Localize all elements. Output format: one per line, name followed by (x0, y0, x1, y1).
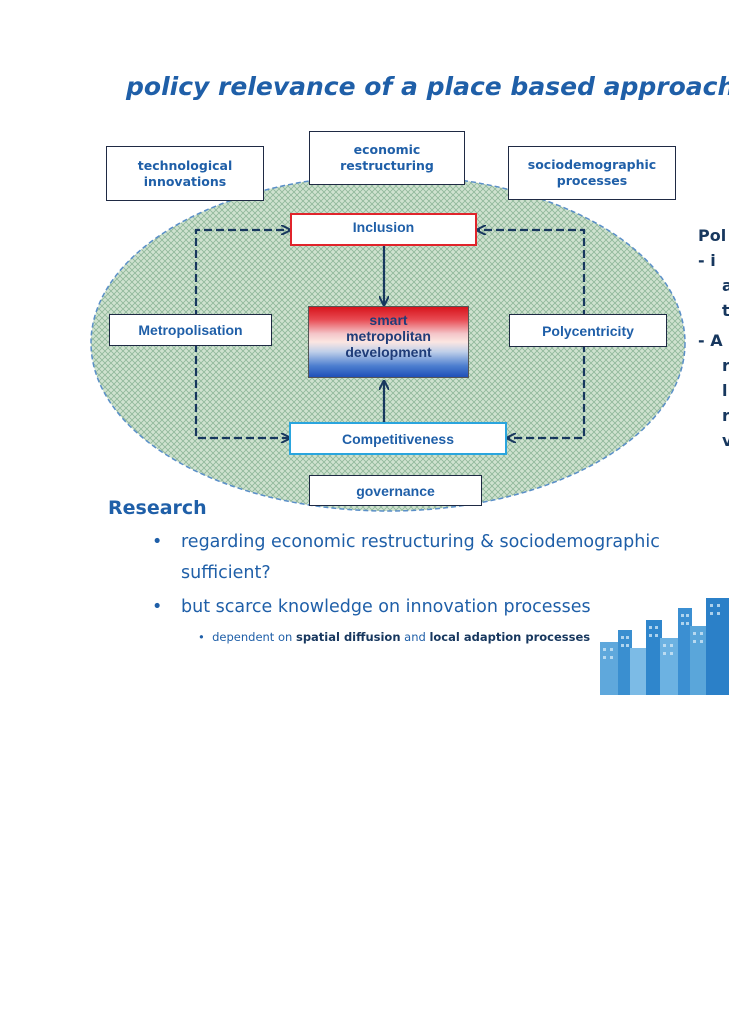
right-panel-line: v (722, 431, 729, 450)
box-governance-label: governance (356, 482, 435, 499)
research-bullet-continuation: sufficient? (181, 563, 271, 583)
box-inclusion-label: Inclusion (352, 219, 415, 235)
right-panel-heading: Pol (698, 226, 727, 245)
box-competitiveness-label: Competitiveness (341, 430, 455, 447)
arrow-poly-to-inclusion (478, 230, 586, 318)
right-panel-line: r (722, 356, 729, 375)
research-heading: Research (108, 497, 207, 519)
box-metropolisation-label: Metropolisation (138, 322, 243, 338)
right-panel-line: r (722, 406, 729, 425)
sub-bullet-term-local-adaption: local adaption processes (429, 630, 591, 644)
right-panel-line: l (722, 381, 728, 400)
research-sub-bullet: • dependent on spatial diffusion and loc… (198, 630, 590, 644)
arrow-poly-to-competitiveness (508, 344, 586, 438)
box-metropolisation: Metropolisation (109, 314, 272, 346)
right-panel-line: - A (698, 331, 723, 350)
box-sociodemographic-processes: sociodemographic processes (508, 146, 676, 200)
city-skyline-image (600, 598, 729, 695)
page-title: policy relevance of a place based approa… (126, 72, 729, 101)
box-inclusion: Inclusion (290, 213, 477, 246)
research-bullet-text: but scarce knowledge on innovation proce… (181, 597, 591, 617)
box-polycentricity: Polycentricity (509, 314, 667, 347)
arrow-metro-to-inclusion (194, 230, 289, 318)
right-panel-line: t (722, 301, 729, 320)
box-economic-restructuring-label: economic restructuring (340, 142, 434, 173)
box-economic-restructuring: economic restructuring (309, 131, 465, 185)
box-competitiveness: Competitiveness (289, 422, 507, 455)
box-smart-metropolitan-development-label: smart metropolitan development (345, 312, 432, 360)
right-panel-line: - i (698, 251, 716, 270)
sub-bullet-prefix: dependent on (212, 630, 293, 644)
sub-bullet-term-spatial-diffusion: spatial diffusion (295, 630, 401, 644)
sub-bullet-and: and (404, 630, 426, 644)
bullet-dot: • (152, 597, 163, 617)
box-technological-innovations-label: technological innovations (137, 157, 233, 189)
box-sociodemographic-processes-label: sociodemographic processes (527, 157, 657, 188)
arrow-metro-to-competitiveness (194, 344, 289, 438)
box-polycentricity-label: Polycentricity (542, 322, 634, 339)
right-panel-line: a (722, 276, 729, 295)
box-smart-metropolitan-development: smart metropolitan development (308, 306, 469, 378)
bullet-dot: • (152, 532, 163, 552)
sub-bullet-dot: • (198, 630, 213, 644)
box-technological-innovations: technological innovations (106, 146, 264, 201)
research-bullet-text: regarding economic restructuring & socio… (181, 532, 660, 552)
box-governance: governance (309, 475, 482, 506)
